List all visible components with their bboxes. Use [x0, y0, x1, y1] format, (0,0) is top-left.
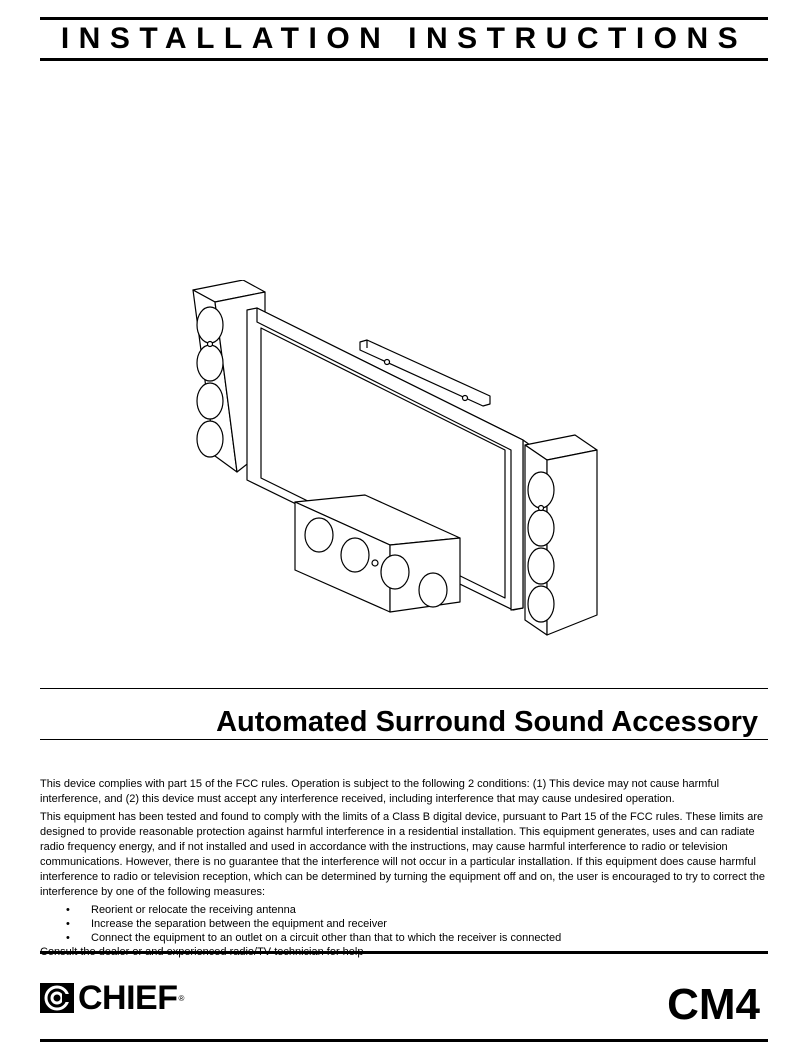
mounting-bracket-icon: [359, 339, 491, 407]
right-speaker-icon: [524, 434, 598, 636]
title-bottom-rule: [40, 739, 768, 740]
registered-mark: ®: [178, 993, 185, 1003]
brand-name: CHIEF: [78, 979, 178, 1017]
fcc-compliance-text: This device complies with part 15 of the…: [40, 777, 768, 963]
title-top-rule: [40, 688, 768, 689]
class-b-statement: This equipment has been tested and found…: [40, 811, 766, 898]
header-bottom-rule: [40, 58, 768, 61]
bottom-rule: [40, 1039, 768, 1042]
bullet-icon: •: [66, 918, 70, 930]
product-title: Automated Surround Sound Accessory: [216, 706, 758, 738]
bullet-icon: •: [66, 904, 70, 916]
model-number: CM4: [667, 980, 760, 1029]
list-item: •Connect the equipment to an outlet on a…: [66, 932, 562, 944]
bullet-icon: •: [66, 932, 70, 944]
top-rule: [40, 17, 768, 20]
list-item: •Increase the separation between the equ…: [66, 918, 387, 930]
center-speaker-icon: [294, 494, 461, 613]
fcc-statement: This device complies with part 15 of the…: [40, 778, 720, 805]
chief-logo-icon: [40, 983, 74, 1013]
product-illustration: [192, 280, 598, 636]
list-item: •Reorient or relocate the receiving ante…: [66, 904, 296, 916]
measures-list: •Reorient or relocate the receiving ante…: [40, 903, 768, 945]
brand-logo: CHIEF ®: [40, 978, 184, 1018]
footer-top-rule: [40, 951, 768, 954]
document-header-title: INSTALLATION INSTRUCTIONS: [60, 22, 748, 55]
